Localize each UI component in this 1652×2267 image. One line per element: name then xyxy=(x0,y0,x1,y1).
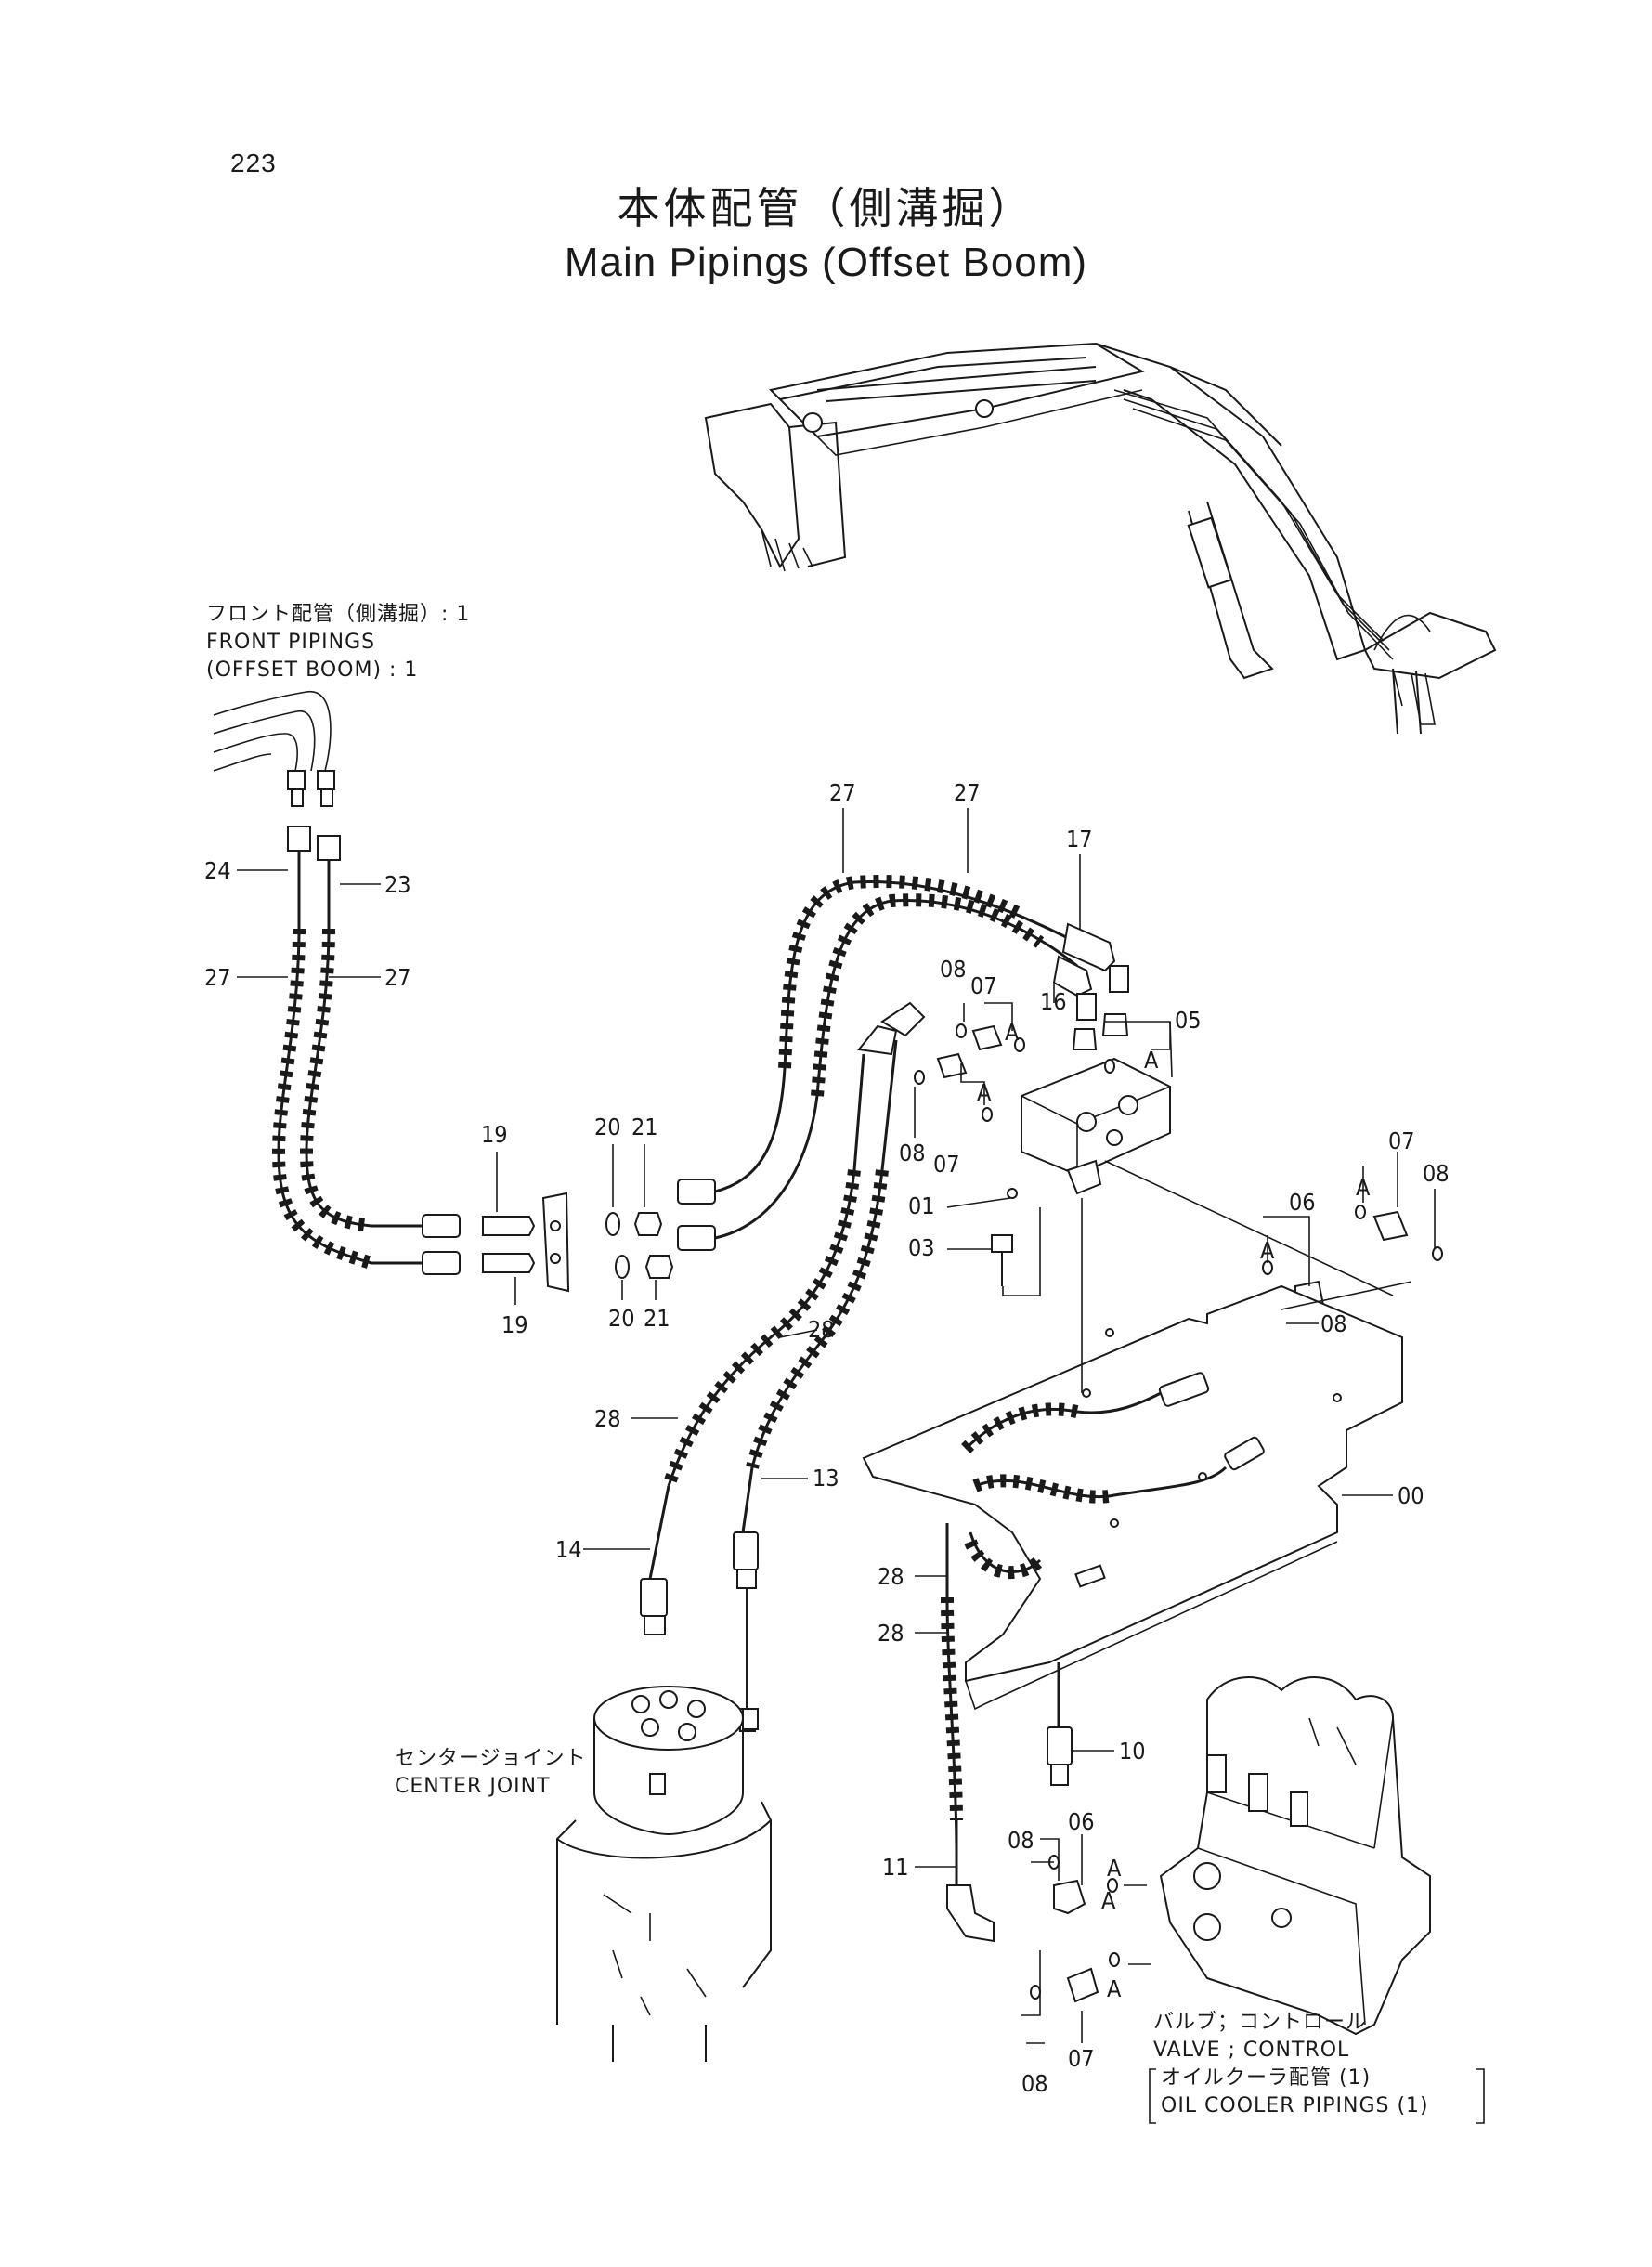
ref-mark-a: A xyxy=(1144,1047,1159,1074)
label-19-top: 19 xyxy=(481,1121,508,1148)
label-13: 13 xyxy=(813,1465,839,1492)
oil-cooler-en: OIL COOLER PIPINGS (1) xyxy=(1161,2094,1429,2117)
ref-mark-a: A xyxy=(977,1079,992,1106)
label-11: 11 xyxy=(882,1854,909,1881)
assembly-callouts: フロント配管（側溝掘）: 1 FRONT PIPINGS (OFFSET BOO… xyxy=(206,603,1485,2124)
label-28-a: 28 xyxy=(808,1316,835,1343)
ref-mark-a: A xyxy=(1107,1855,1122,1882)
control-valve-en: VALVE ; CONTROL xyxy=(1153,2039,1349,2062)
label-28-b: 28 xyxy=(594,1405,621,1432)
label-21-bottom: 21 xyxy=(644,1305,670,1332)
page-title-english: Main Pipings (Offset Boom) xyxy=(564,240,1088,285)
label-08-a: 08 xyxy=(940,956,967,983)
label-20-bottom: 20 xyxy=(608,1305,635,1332)
page-title-japanese: 本体配管（側溝掘） xyxy=(617,183,1035,233)
reference-marks: A A A A A A A A xyxy=(977,1019,1371,2002)
label-20-top: 20 xyxy=(594,1114,621,1140)
label-07-c: 07 xyxy=(1388,1127,1415,1154)
label-08-f: 08 xyxy=(1021,2070,1048,2097)
label-07-d: 07 xyxy=(1068,2045,1095,2072)
front-pipings-ja: フロント配管（側溝掘）: 1 xyxy=(206,603,470,626)
upper-hoses-to-valve xyxy=(677,875,1129,1251)
center-joint-ja: センタージョイント xyxy=(395,1747,587,1770)
ref-mark-a: A xyxy=(1107,1975,1122,2002)
label-27-left: 27 xyxy=(204,964,231,991)
label-27-left-b: 27 xyxy=(384,964,411,991)
label-06-b: 06 xyxy=(1068,1808,1095,1835)
label-28-d: 28 xyxy=(878,1620,904,1647)
hose-pair-left xyxy=(271,826,674,1293)
label-16: 16 xyxy=(1040,988,1067,1015)
label-27-top-a: 27 xyxy=(829,779,856,806)
label-17: 17 xyxy=(1066,826,1093,853)
control-valve-ja: バルブ；コントロール xyxy=(1153,2011,1367,2034)
ref-mark-a: A xyxy=(1005,1019,1020,1046)
vertical-hoses-11-10 xyxy=(941,1523,1120,2003)
leader-lines xyxy=(237,808,1436,2044)
label-05: 05 xyxy=(1175,1007,1202,1034)
label-27-top-b: 27 xyxy=(954,779,981,806)
center-joint-illustration xyxy=(556,1686,772,2062)
label-23: 23 xyxy=(384,871,411,898)
center-joint-en: CENTER JOINT xyxy=(395,1775,551,1798)
label-07-b: 07 xyxy=(933,1151,960,1178)
label-06-a: 06 xyxy=(1289,1189,1316,1216)
label-00: 00 xyxy=(1398,1482,1424,1509)
ref-mark-a: A xyxy=(1356,1174,1371,1201)
label-14: 14 xyxy=(555,1536,582,1563)
front-pipings-en-1: FRONT PIPINGS xyxy=(206,631,375,654)
part-number-labels: 24 23 27 27 19 19 20 21 20 21 27 27 17 1… xyxy=(204,779,1450,2097)
lower-hoses-28 xyxy=(640,1001,926,1732)
front-pipings-assembly xyxy=(213,691,335,807)
label-28-c: 28 xyxy=(878,1563,904,1590)
label-08-c: 08 xyxy=(1423,1160,1450,1187)
label-19-bottom: 19 xyxy=(501,1311,528,1338)
label-03: 03 xyxy=(908,1234,935,1261)
excavator-overview-illustration xyxy=(704,342,1497,735)
label-01: 01 xyxy=(908,1192,935,1219)
label-21-top: 21 xyxy=(631,1114,658,1140)
mounting-plate xyxy=(862,1160,1412,1711)
label-08-e: 08 xyxy=(1008,1827,1034,1854)
label-24: 24 xyxy=(204,857,231,884)
label-07-a: 07 xyxy=(970,972,997,999)
oil-cooler-ja: オイルクーラ配管 (1) xyxy=(1161,2066,1371,2090)
ref-mark-a: A xyxy=(1260,1237,1275,1264)
control-valve-illustration xyxy=(1159,1676,1431,2036)
label-08-d: 08 xyxy=(1320,1310,1347,1337)
page-number: 223 xyxy=(230,149,277,177)
label-10: 10 xyxy=(1119,1738,1146,1765)
front-pipings-en-2: (OFFSET BOOM) : 1 xyxy=(206,658,418,682)
ref-mark-a: A xyxy=(1101,1887,1116,1914)
label-08-b: 08 xyxy=(899,1140,926,1166)
